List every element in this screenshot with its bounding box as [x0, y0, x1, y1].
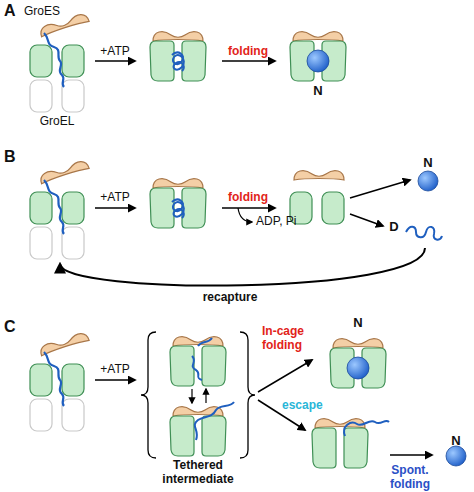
- reaction-label: +ATP: [90, 190, 140, 204]
- step-label: Spont. folding: [380, 463, 440, 491]
- reaction-arrow: [222, 207, 275, 209]
- tethered-chain: [192, 338, 212, 380]
- native-protein: [307, 50, 329, 72]
- equilibrium-arrow: [205, 389, 206, 403]
- native-protein: [446, 446, 466, 466]
- panel-letter: C: [4, 318, 24, 336]
- step-label: In-cage folding: [262, 324, 318, 352]
- reaction-label: +ATP: [90, 44, 140, 58]
- groel-ring: [150, 41, 206, 81]
- groel-ring: [150, 188, 206, 228]
- state-label: N: [308, 84, 328, 98]
- panel-letter: A: [4, 2, 24, 20]
- groes-cap: [293, 32, 343, 41]
- groel-ring: [290, 192, 344, 224]
- groes-cap: [333, 339, 383, 348]
- groes-cap: [153, 179, 203, 188]
- groel-ring: [170, 346, 226, 386]
- state-label: N: [418, 156, 438, 170]
- groes-cap: [294, 171, 344, 180]
- misfolded-chain: [406, 227, 442, 240]
- tethered-chain: [195, 402, 234, 440]
- state-label: Tethered intermediate: [150, 458, 246, 486]
- native-protein: [347, 357, 369, 379]
- folding-chain: [172, 53, 184, 71]
- reaction-label: +ATP: [90, 362, 140, 376]
- state-label: N: [348, 316, 368, 330]
- step-label: escape: [282, 398, 342, 412]
- right-brace: [240, 332, 255, 458]
- state-label: N: [446, 434, 466, 448]
- part-name: GroES: [24, 4, 74, 18]
- part-name: GroEL: [27, 114, 87, 128]
- groel-ring: [290, 41, 346, 81]
- groes-cap: [153, 32, 203, 41]
- escaped-chain: [344, 421, 389, 436]
- groel-ring: [330, 348, 386, 388]
- release-arrow: [350, 180, 410, 198]
- groel-ring: [312, 428, 368, 468]
- equilibrium-arrow: [191, 389, 192, 403]
- reaction-arrow: [95, 379, 135, 381]
- step-label: folding: [218, 190, 278, 204]
- folding-chain: [172, 200, 184, 218]
- release-arrow: [350, 214, 383, 226]
- left-brace: [141, 332, 156, 458]
- substrate-complex: [30, 159, 89, 259]
- step-label: recapture: [185, 290, 275, 304]
- state-label: D: [386, 220, 402, 234]
- substrate-complex: [30, 331, 89, 431]
- panel-letter: B: [4, 148, 24, 166]
- recapture-arrow: [60, 248, 425, 286]
- groel-ring: [170, 416, 226, 456]
- native-protein: [418, 171, 438, 191]
- reaction-arrow: [222, 60, 275, 62]
- step-label: folding: [218, 44, 278, 58]
- product-label: ADP, Pi: [256, 214, 316, 228]
- reaction-arrow: [390, 454, 432, 456]
- pathway-arrow: [258, 360, 312, 392]
- release-arrow: [238, 208, 252, 222]
- reaction-arrow: [95, 207, 135, 209]
- reaction-arrow: [95, 60, 135, 62]
- substrate-complex: [30, 12, 89, 112]
